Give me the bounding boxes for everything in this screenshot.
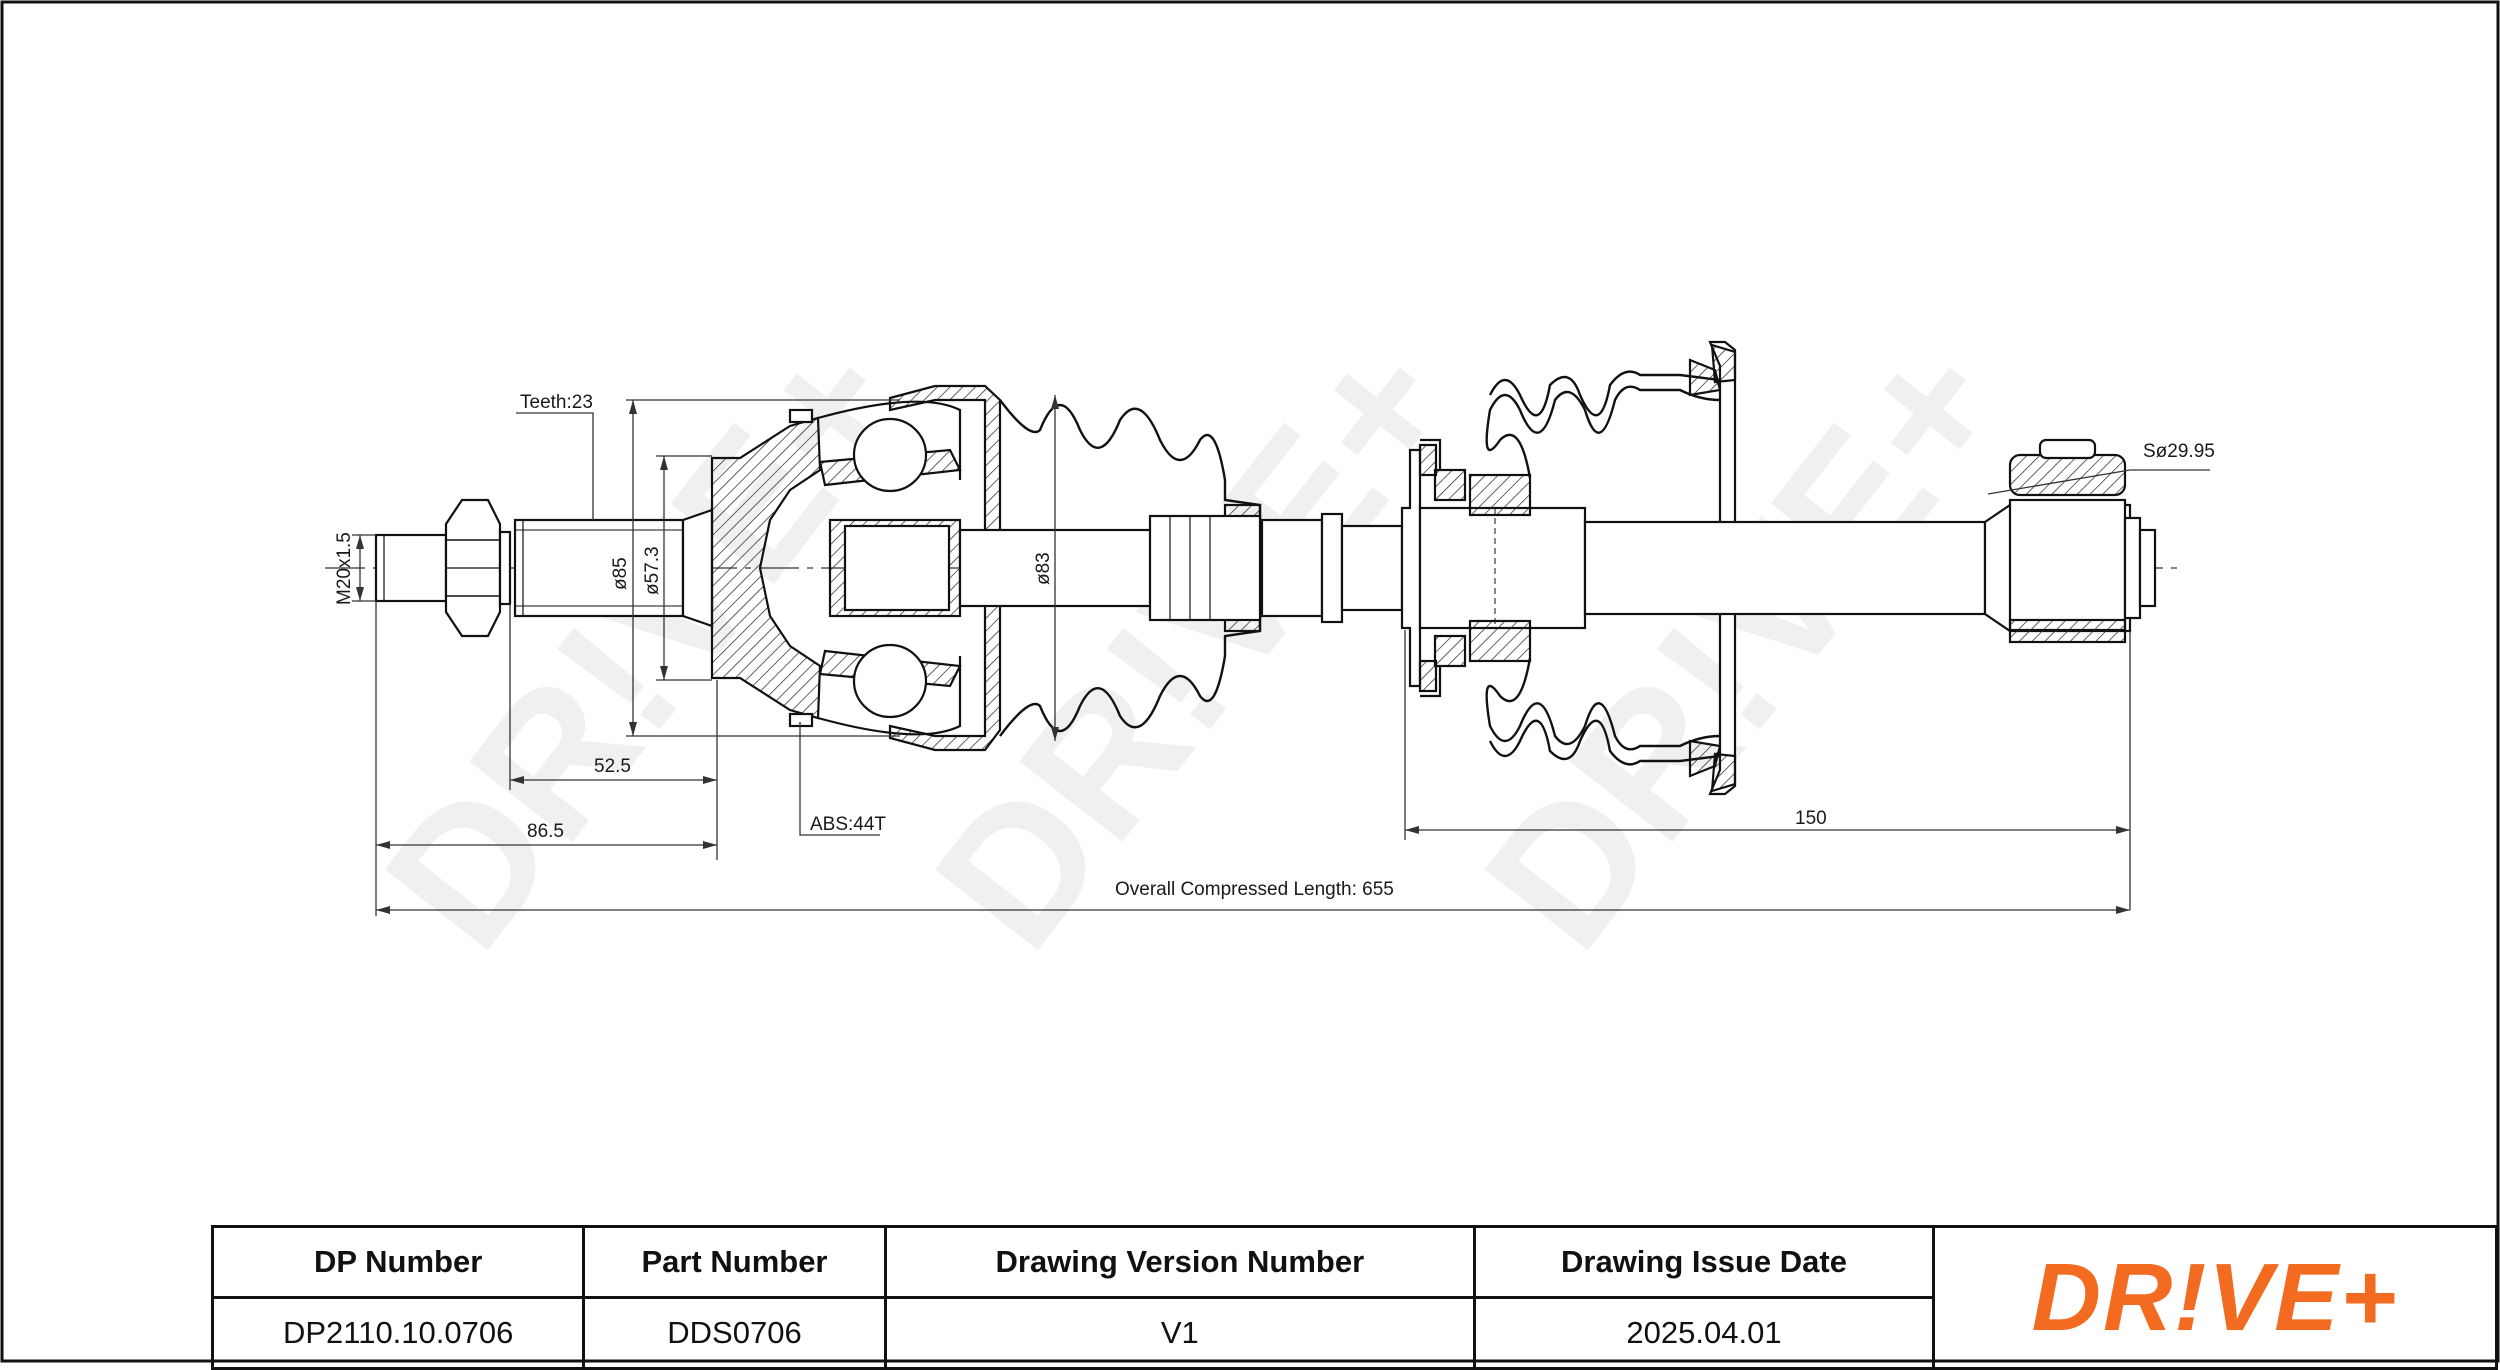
thread-label: M20x1.5: [334, 532, 355, 605]
drive-logo: DR!VE+: [2031, 1243, 2399, 1351]
dimension-labels: Teeth:23 M20x1.5 ø85 ø57.3 ø83 52.5 86.5…: [334, 392, 2215, 900]
dia83-label: ø83: [1033, 552, 1054, 585]
sphere-label: Sø29.95: [2143, 441, 2215, 462]
washer: [498, 530, 512, 606]
outer-boot: [888, 384, 1002, 752]
dia85-label: ø85: [610, 557, 631, 590]
logo-cell: DR!VE+: [1932, 1225, 2498, 1370]
value-drawing-version: V1: [883, 1296, 1477, 1370]
arrowheads: [356, 395, 2130, 914]
title-block: DP Number Part Number Drawing Version Nu…: [210, 1225, 2498, 1370]
header-dp-number: DP Number: [210, 1225, 586, 1299]
header-drawing-version: Drawing Version Number: [883, 1225, 1477, 1299]
cv-ball-top: [852, 417, 928, 493]
dim150-label: 150: [1795, 808, 1827, 829]
watermark-3: DR!VE+: [1445, 301, 2044, 985]
watermark-1: DR!VE+: [345, 301, 944, 985]
dia57-label: ø57.3: [642, 546, 663, 595]
cv-ball-bottom: [852, 643, 928, 719]
overall-length-label: Overall Compressed Length: 655: [1115, 879, 1394, 900]
inner-shaft: [1583, 520, 1987, 616]
splined-stub: [513, 518, 685, 618]
header-part-number: Part Number: [582, 1225, 887, 1299]
teeth-label: Teeth:23: [520, 392, 593, 413]
tripod-roller: [2008, 453, 2127, 497]
dim86-label: 86.5: [527, 821, 564, 842]
value-issue-date: 2025.04.01: [1473, 1296, 1935, 1370]
header-issue-date: Drawing Issue Date: [1473, 1225, 1935, 1299]
value-dp-number: DP2110.10.0706: [210, 1296, 586, 1370]
dimensions: [352, 395, 2210, 916]
abs-label: ABS:44T: [810, 814, 886, 835]
value-part-number: DDS0706: [582, 1296, 887, 1370]
driveshaft: [374, 340, 2157, 796]
dim52-label: 52.5: [594, 756, 631, 777]
thread-stub: [374, 533, 448, 603]
inner-boot: [1485, 370, 1732, 766]
